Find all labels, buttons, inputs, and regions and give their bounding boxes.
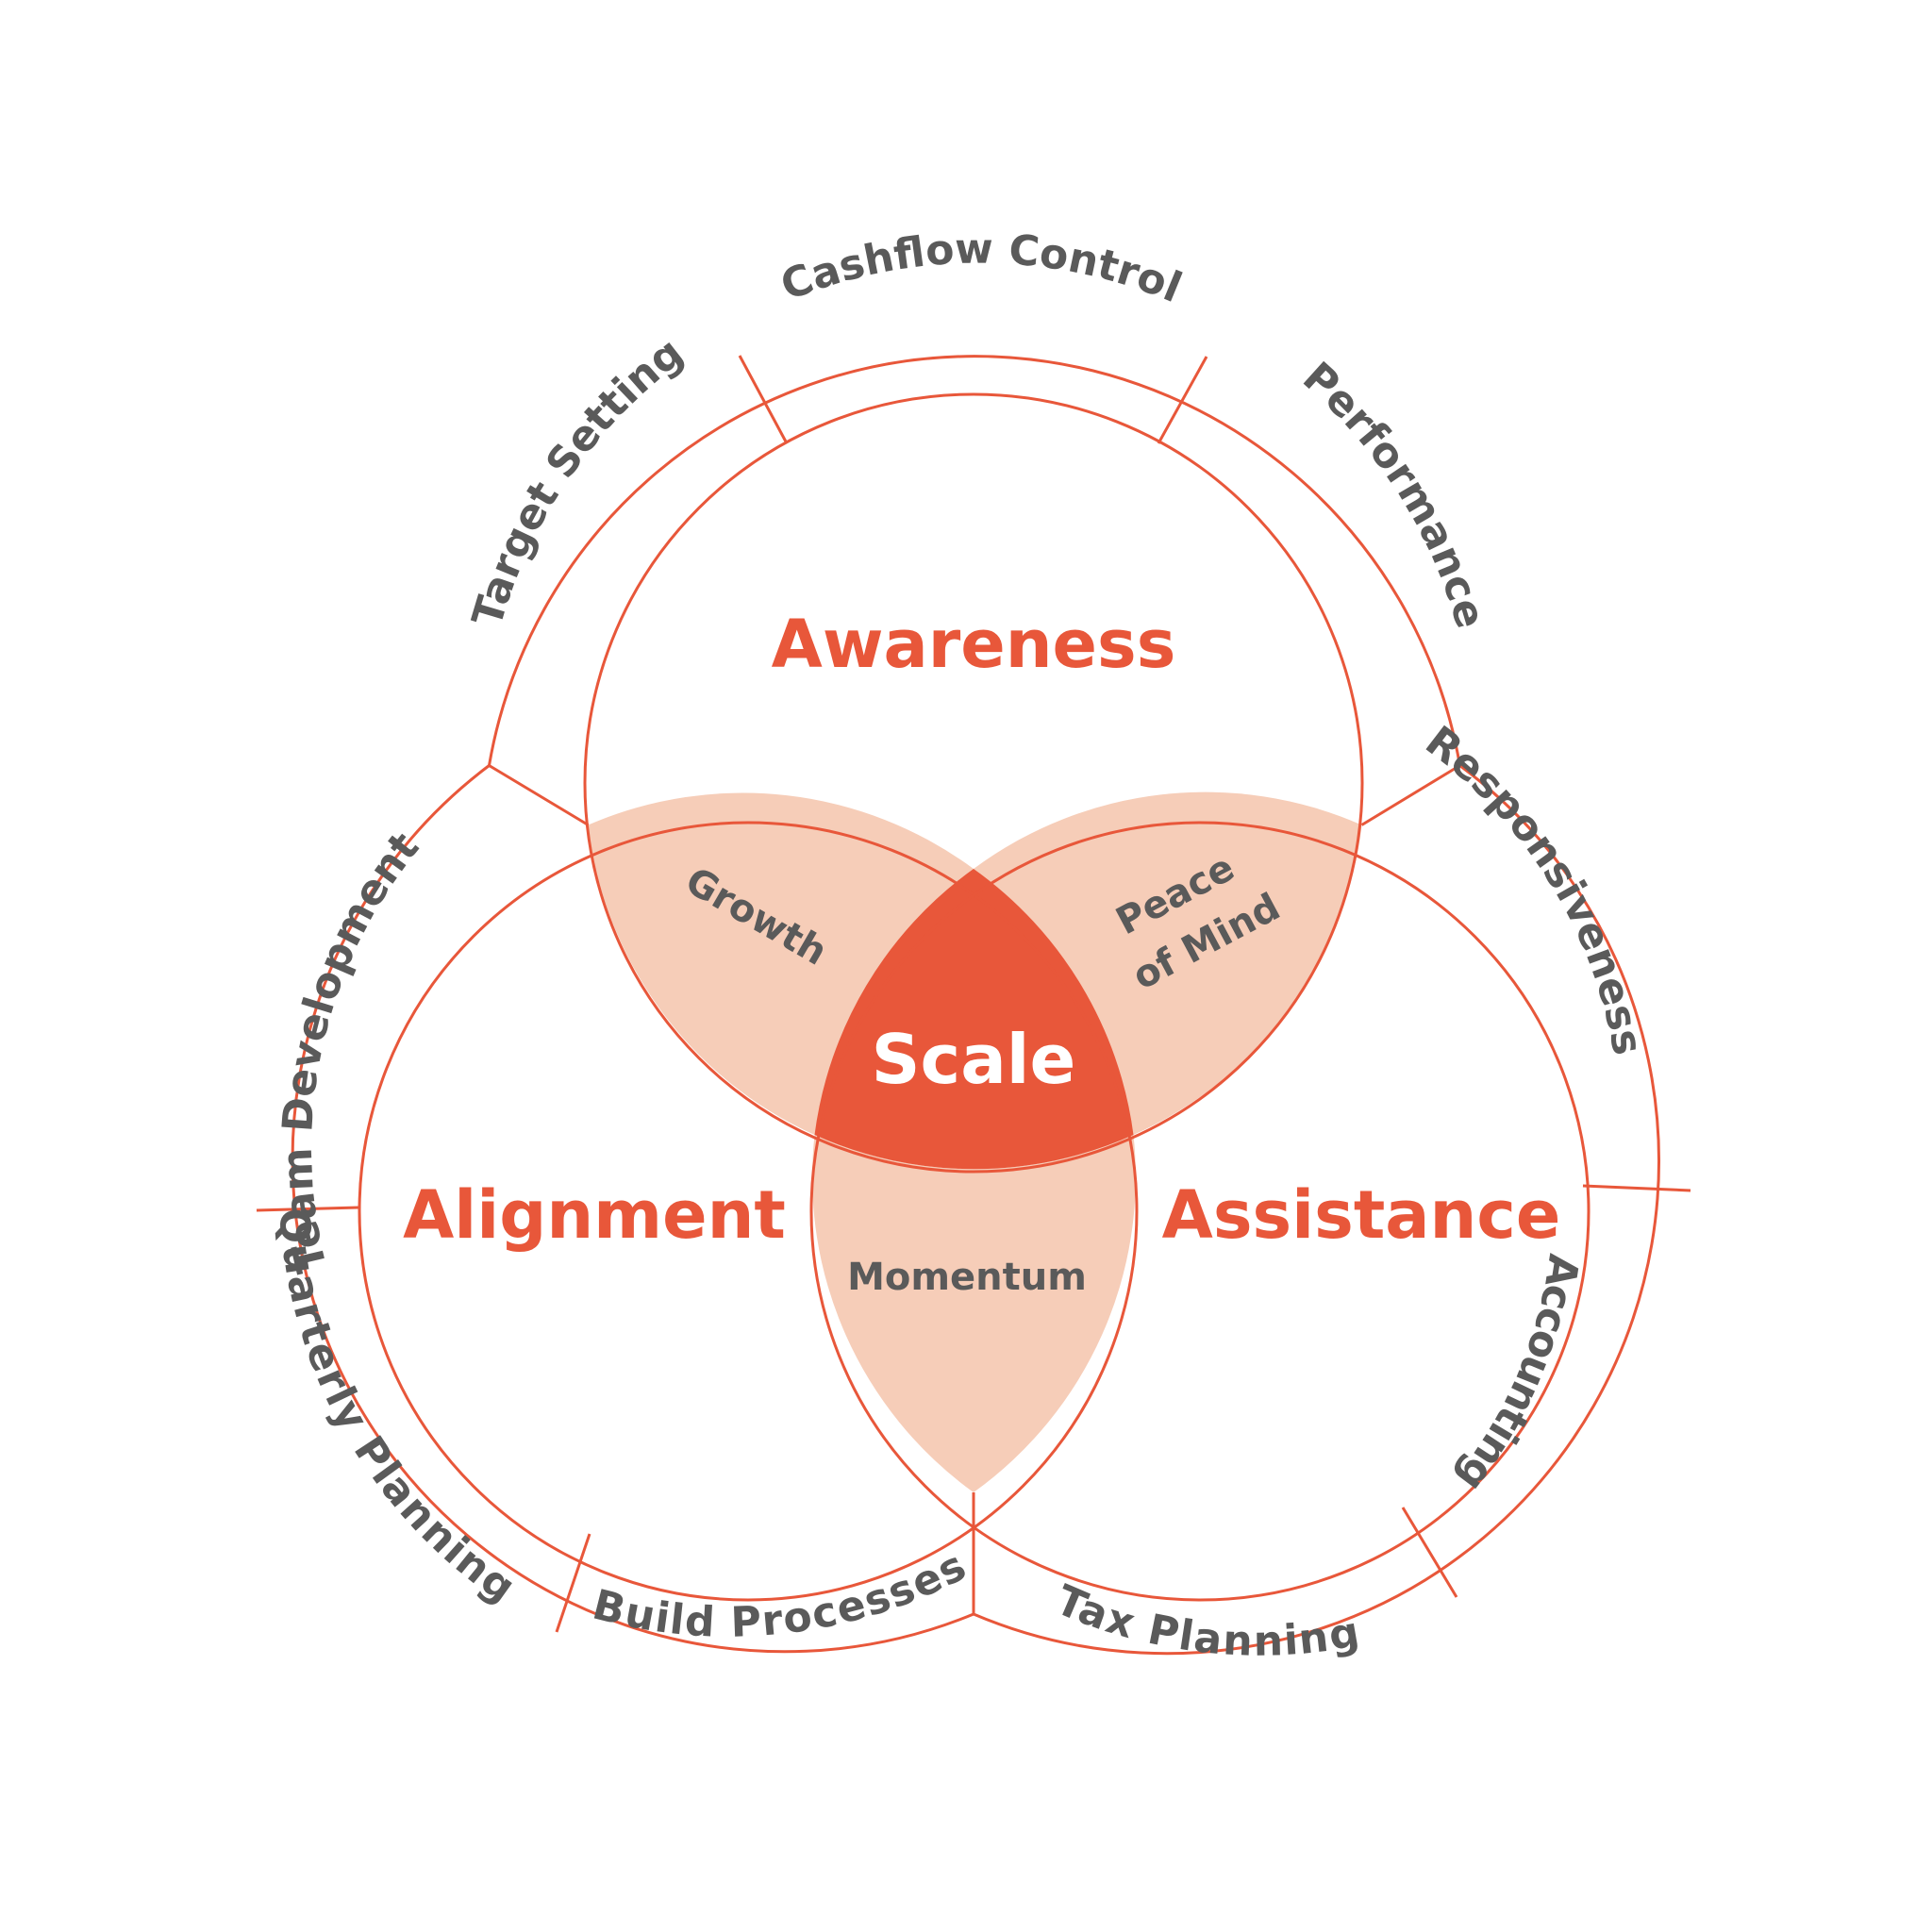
label-momentum: Momentum (847, 1256, 1087, 1299)
circle-assistance (809, 821, 1591, 1602)
circle-awareness (583, 392, 1364, 1174)
divider (738, 355, 789, 444)
divider (1360, 764, 1461, 826)
outer-ring-right (973, 764, 1660, 1656)
ring-dividers (256, 355, 1691, 1633)
ring-label-tax-planning: Tax Planning (1049, 1576, 1363, 1666)
label-assistance: Assistance (1162, 1176, 1561, 1254)
divider (555, 1533, 591, 1633)
outer-ring-top (488, 355, 1461, 766)
outer-ring (291, 355, 1660, 1656)
divider (488, 764, 590, 826)
intersection-fills (588, 791, 1362, 1492)
divider (1157, 356, 1208, 444)
ring-label-accounting: Accounting (1447, 1251, 1588, 1501)
label-alignment: Alignment (403, 1176, 786, 1254)
label-scale: Scale (872, 1020, 1076, 1099)
circle-alignment (358, 821, 1139, 1602)
outer-ring-left (291, 764, 974, 1654)
ring-label-target-setting: Target Setting (463, 328, 692, 632)
ring-label-cashflow-control: Cashflow Control (774, 225, 1189, 312)
ring-label-responsiveness: Responsiveness (1417, 717, 1652, 1058)
label-awareness: Awareness (772, 606, 1176, 683)
lens-left-right (812, 1135, 1136, 1492)
center-region (814, 869, 1134, 1170)
set-circles (358, 392, 1591, 1602)
divider (256, 1206, 359, 1212)
ring-label-quarterly-planning: Quarterly Planning (269, 1207, 524, 1612)
divider (1401, 1507, 1458, 1598)
divider (1582, 1184, 1691, 1192)
ring-label-build-processes: Build Processes (588, 1541, 974, 1647)
